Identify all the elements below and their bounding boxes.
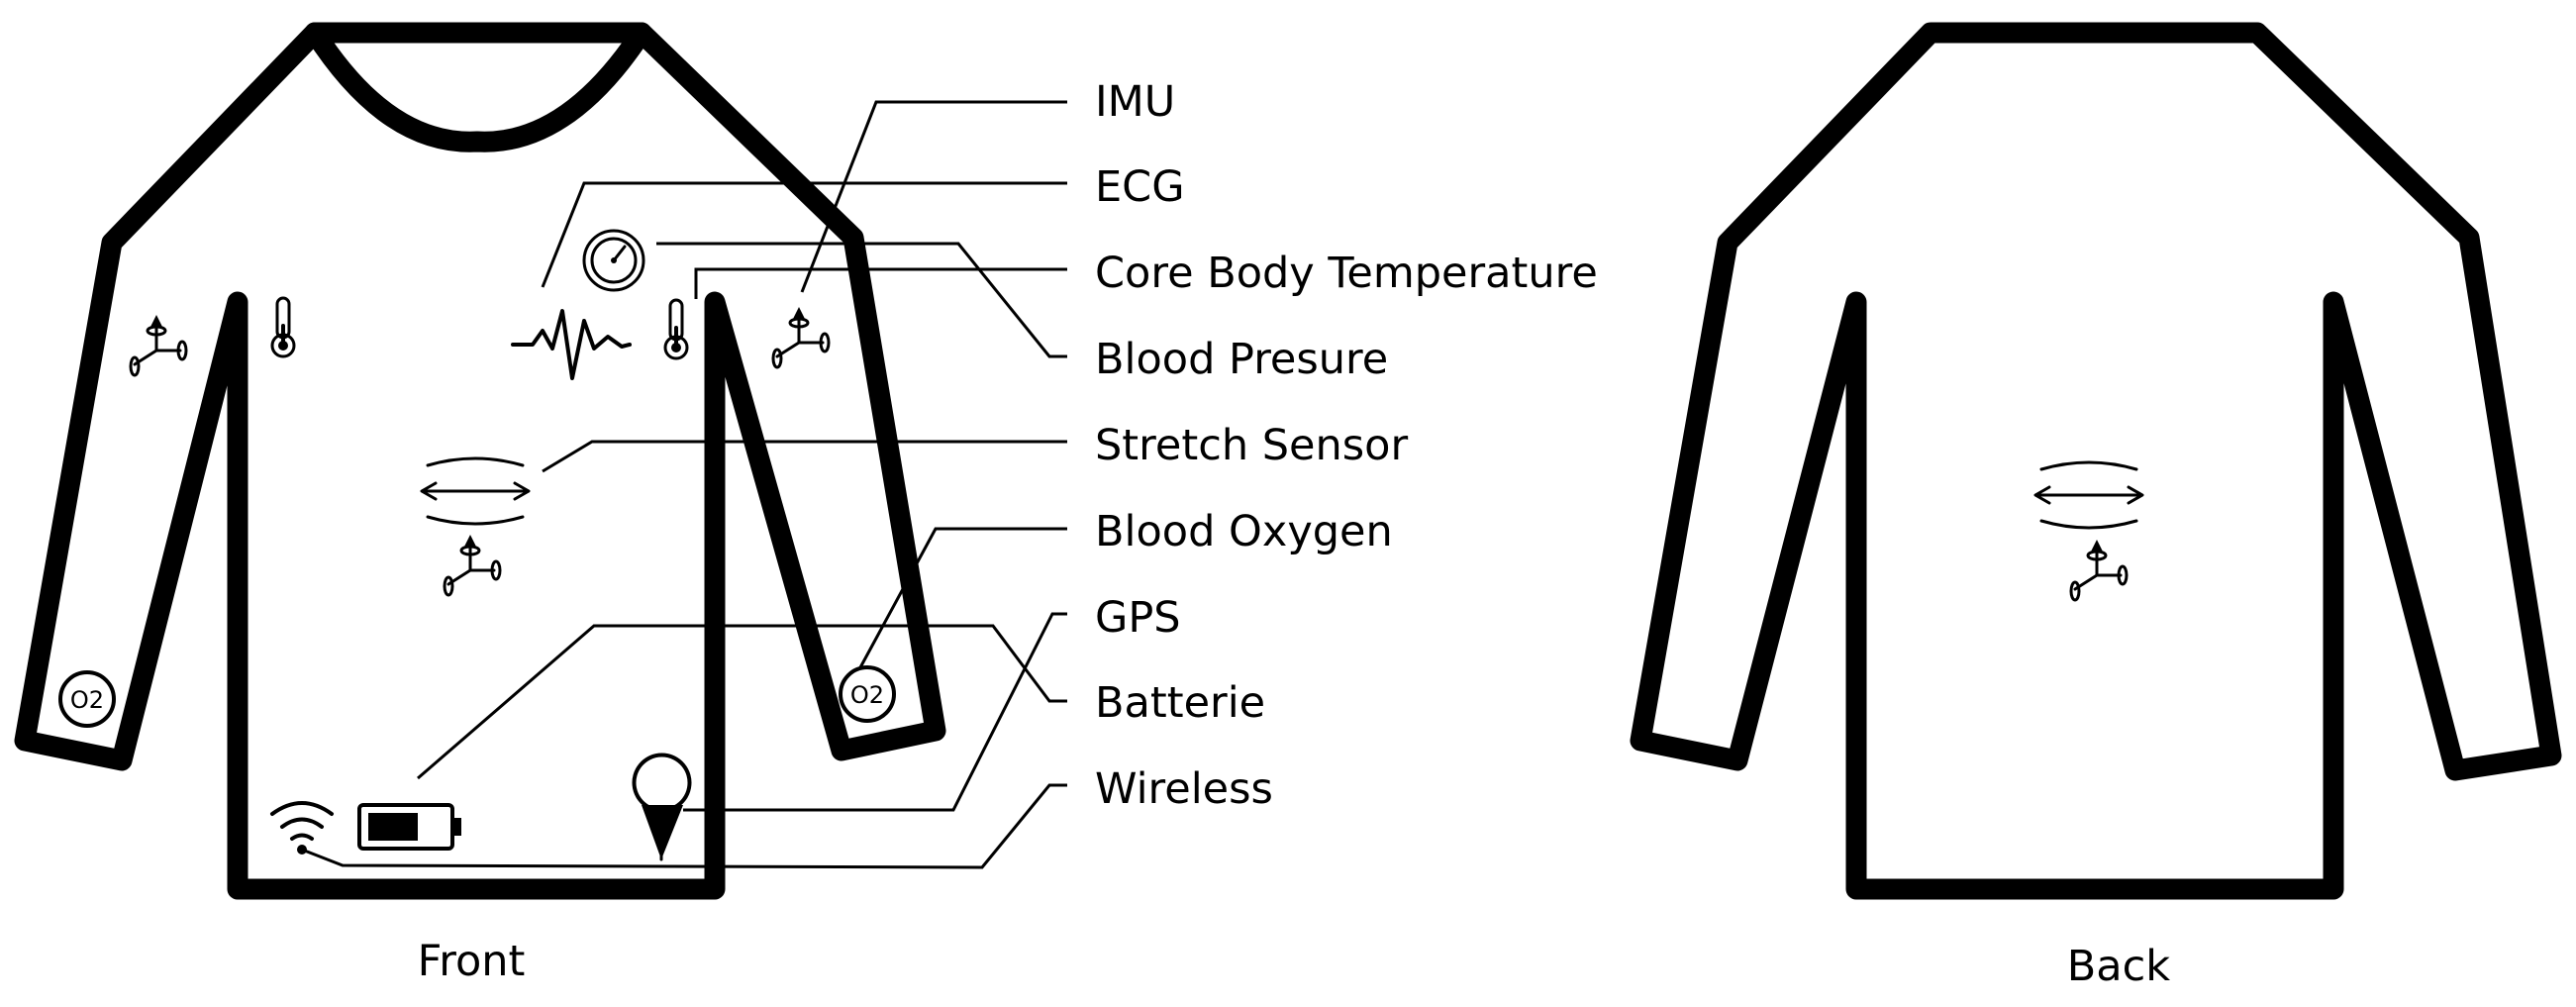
- thermometer-icon: [270, 296, 296, 358]
- leader-lines: [301, 100, 1067, 869]
- label-battery: Batterie: [1095, 678, 1265, 728]
- imu-icon: [129, 313, 188, 377]
- leader-wireless: [301, 783, 1067, 869]
- front-collar: [304, 22, 652, 152]
- label-blood-oxygen: Blood Oxygen: [1095, 507, 1393, 556]
- label-ecg: ECG: [1095, 162, 1185, 212]
- back-shirt-outline: [1630, 22, 2562, 900]
- leader-blood-pressure: [656, 242, 1067, 358]
- stretch-icon: [2033, 460, 2144, 530]
- label-imu: IMU: [1095, 77, 1175, 127]
- gauge-icon: [582, 229, 645, 292]
- stretch-icon: [420, 456, 531, 526]
- imu-icon: [771, 305, 831, 369]
- front-shirt-outline: [14, 22, 946, 900]
- label-stretch: Stretch Sensor: [1095, 421, 1408, 470]
- wifi-icon: [270, 801, 334, 855]
- leader-gps: [683, 612, 1067, 812]
- o2-icon: O2: [58, 670, 116, 728]
- back-shirt: [1630, 22, 2562, 900]
- sensor-labels: IMU ECG Core Body Temperature Blood Pres…: [1095, 77, 1598, 814]
- battery-icon: [357, 803, 461, 851]
- leader-core-temp: [694, 267, 1067, 299]
- front-caption: Front: [418, 937, 526, 986]
- imu-icon: [2069, 538, 2129, 602]
- label-blood-pressure: Blood Presure: [1095, 335, 1388, 384]
- label-core-temp: Core Body Temperature: [1095, 249, 1598, 298]
- leader-battery: [417, 624, 1067, 780]
- imu-icon: [443, 533, 502, 597]
- leader-imu: [800, 100, 1067, 293]
- thermometer-icon: [663, 298, 689, 360]
- back-caption: Back: [2067, 942, 2170, 991]
- svg-text:O2: O2: [70, 686, 104, 714]
- ecg-icon: [511, 309, 632, 380]
- leader-stretch: [542, 440, 1067, 473]
- leader-ecg: [541, 181, 1067, 288]
- leader-blood-oxygen: [857, 527, 1067, 670]
- front-shirt: [14, 22, 946, 900]
- location-pin-icon: [632, 753, 692, 861]
- o2-icon: O2: [839, 665, 896, 723]
- svg-text:O2: O2: [850, 681, 884, 709]
- label-wireless: Wireless: [1095, 764, 1273, 814]
- label-gps: GPS: [1095, 593, 1181, 643]
